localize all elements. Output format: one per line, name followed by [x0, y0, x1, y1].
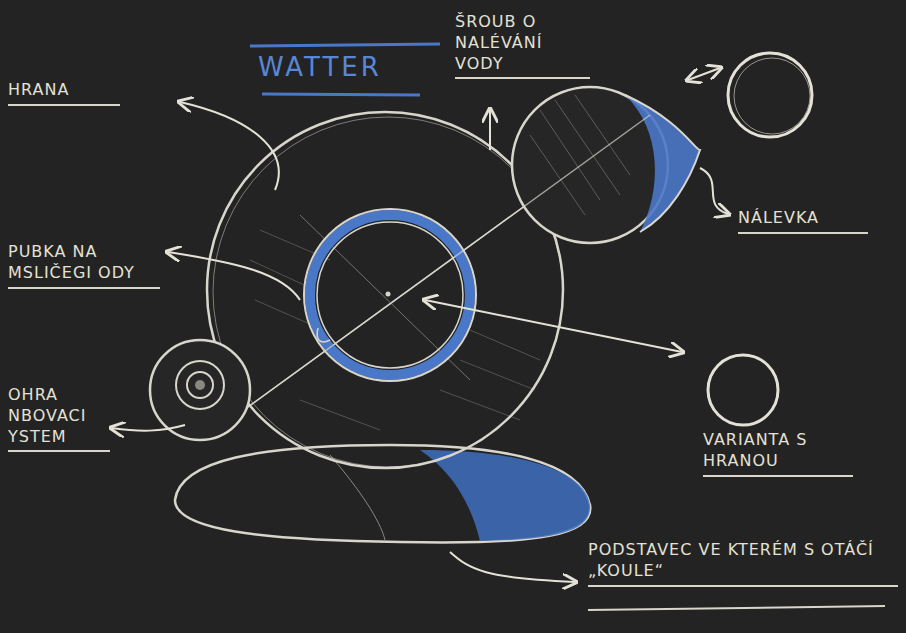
annotation-label: ŠROUB O NALÉVÁNÍ VODY [455, 12, 590, 79]
annotation-label: OHRA NBOVACI YSTEM [8, 385, 110, 452]
annotation-label: PUBKA NA MSLIČEGI ODY [8, 242, 160, 289]
annotation-label: VARIANTA S HRANOU [703, 430, 853, 477]
annotation-label: HRANA [8, 80, 120, 106]
annotation-label: NÁLEVKA [738, 208, 868, 234]
annotation-label: PODSTAVEC VE KTERÉM S OTÁČÍ „KOULE“ [588, 540, 898, 587]
product-title: WATTER [258, 52, 382, 82]
